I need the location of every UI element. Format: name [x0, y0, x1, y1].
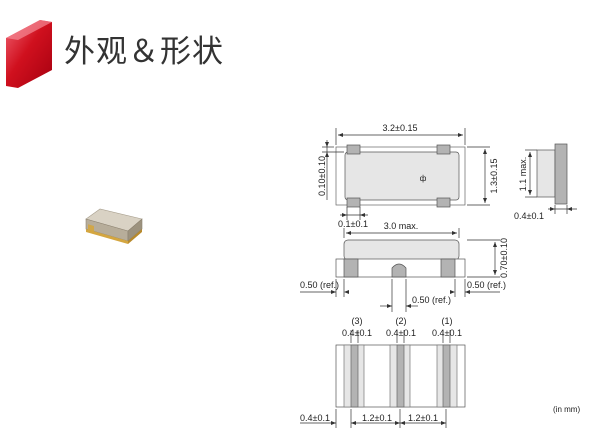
dimension-arrowhead — [493, 242, 497, 247]
pin-2-width-label: 0.4±0.1 — [386, 328, 416, 338]
dimension-arrowhead — [483, 149, 487, 154]
side-view-body — [536, 149, 556, 198]
dimension-arrowhead — [387, 304, 392, 308]
dimension-arrowhead — [483, 198, 487, 203]
dimension-arrowhead — [528, 152, 532, 157]
dimension-arrowhead — [528, 190, 532, 195]
pin-1-label: (1) — [442, 316, 453, 326]
top-marking: ф — [420, 174, 427, 183]
unit-note: (in mm) — [553, 405, 580, 414]
dimension-arrowhead — [325, 152, 329, 157]
dimension-arrowhead — [441, 421, 446, 425]
top-height-label: 1.3±0.15 — [489, 159, 499, 194]
dimension-arrowhead — [567, 207, 572, 211]
top-view-terminal — [436, 144, 451, 155]
dimension-arrowhead — [493, 270, 497, 275]
front-center-ref-label: 0.50 (ref.) — [412, 295, 451, 305]
dimension-arrowhead — [331, 421, 336, 425]
dimension-arrowhead — [346, 231, 351, 235]
front-view-terminal — [343, 258, 359, 278]
dimension-arrowhead — [342, 213, 347, 217]
dimension-arrowhead — [406, 304, 411, 308]
bottom-edge-label: 0.4±0.1 — [300, 413, 330, 423]
front-view-body — [343, 239, 460, 261]
front-thickness-label: 0.70±0.10 — [499, 238, 509, 278]
front-left-ref-label: 0.50 (ref.) — [300, 280, 339, 290]
dimension-arrowhead — [458, 133, 463, 137]
dimension-arrowhead — [331, 290, 336, 294]
page-header: 外观＆形状 — [0, 0, 610, 100]
bottom-view-pin — [442, 344, 451, 408]
side-height-label: 1.1 max. — [518, 157, 528, 192]
dimension-arrowhead — [351, 421, 356, 425]
dimension-arrowhead — [360, 213, 365, 217]
page-title: 外观＆形状 — [64, 34, 224, 70]
pin-2-label: (2) — [396, 316, 407, 326]
top-offset-label: 0.10±0.10 — [317, 156, 327, 196]
top-view-body — [344, 151, 460, 201]
pin-3-label: (3) — [352, 316, 363, 326]
dimension-arrowhead — [550, 207, 555, 211]
pin-1-width-label: 0.4±0.1 — [432, 328, 462, 338]
top-length-label: 3.2±0.15 — [383, 123, 418, 133]
side-view-terminal — [554, 143, 568, 205]
dimension-arrowhead — [325, 142, 329, 147]
bottom-view-pin — [350, 344, 359, 408]
top-view-terminal — [346, 144, 361, 155]
dimension-arrowhead — [395, 421, 400, 425]
dimension-arrowhead — [400, 421, 405, 425]
red-badge-icon — [6, 20, 52, 88]
front-view-center-terminal — [391, 263, 407, 278]
bottom-view-pin — [396, 344, 405, 408]
top-inset-label: 0.1±0.1 — [338, 219, 368, 229]
front-length-label: 3.0 max. — [384, 221, 419, 231]
component-photo — [85, 208, 143, 244]
bottom-pitch-1-label: 1.2±0.1 — [362, 413, 392, 423]
pin-3-width-label: 0.4±0.1 — [342, 328, 372, 338]
top-view-terminal — [346, 197, 361, 208]
dimension-arrowhead — [338, 133, 343, 137]
front-right-ref-label: 0.50 (ref.) — [467, 280, 506, 290]
dimension-arrowhead — [452, 231, 457, 235]
dimension-arrowhead — [465, 290, 470, 294]
side-terminal-label: 0.4±0.1 — [514, 211, 544, 221]
top-view-terminal — [436, 197, 451, 208]
dimension-arrowhead — [450, 290, 455, 294]
bottom-pitch-2-label: 1.2±0.1 — [408, 413, 438, 423]
front-view-terminal — [440, 258, 456, 278]
dimension-arrowhead — [344, 290, 349, 294]
